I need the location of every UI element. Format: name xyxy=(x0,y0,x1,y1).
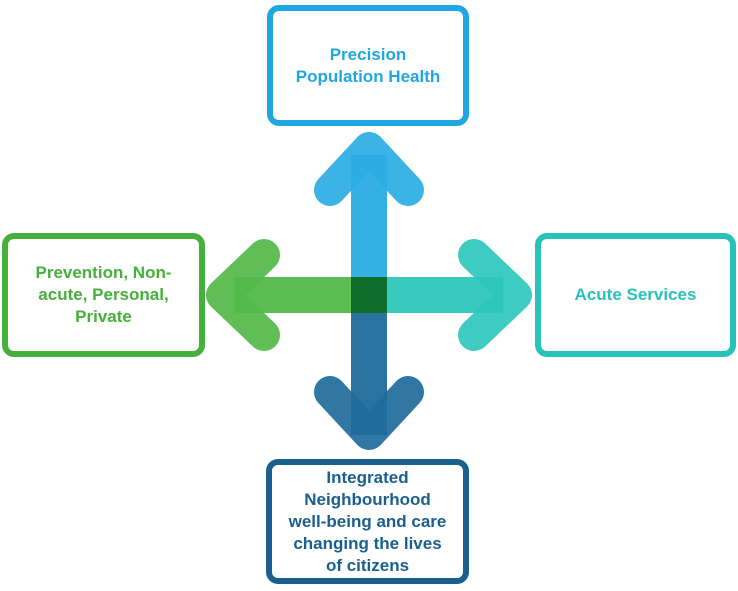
node-right-label: Acute Services xyxy=(575,284,697,306)
node-left-label: Prevention, Non- acute, Personal, Privat… xyxy=(14,262,194,328)
node-bottom-line: Neighbourhood xyxy=(304,489,431,509)
node-left-line: Prevention, Non- xyxy=(35,263,172,282)
node-integrated-neighbourhood: Integrated Neighbourhood well-being and … xyxy=(266,459,469,584)
node-prevention: Prevention, Non- acute, Personal, Privat… xyxy=(2,233,205,357)
node-left-line: Private xyxy=(75,307,132,326)
arrow-up-head xyxy=(314,132,424,206)
arrow-right-head xyxy=(458,239,532,351)
node-bottom-label: Integrated Neighbourhood well-being and … xyxy=(282,467,453,577)
node-bottom-line: changing the lives xyxy=(293,533,442,553)
arrow-down-head xyxy=(314,376,424,450)
node-left-line: acute, Personal, xyxy=(38,285,169,304)
node-bottom-line: Integrated xyxy=(326,467,409,487)
node-top-line: Precision xyxy=(329,44,407,64)
node-acute-services: Acute Services xyxy=(535,233,736,357)
node-bottom-line: of citizens xyxy=(325,555,410,575)
node-bottom-line: well-being and care xyxy=(288,511,447,531)
arrow-center-overlap xyxy=(351,277,387,313)
node-precision-population-health: Precision Population Health xyxy=(267,5,469,126)
node-top-label: Precision Population Health xyxy=(283,44,453,88)
node-right-line: Acute Services xyxy=(574,285,697,304)
node-top-line: Population Health xyxy=(295,66,441,86)
arrow-left-head xyxy=(206,239,280,351)
